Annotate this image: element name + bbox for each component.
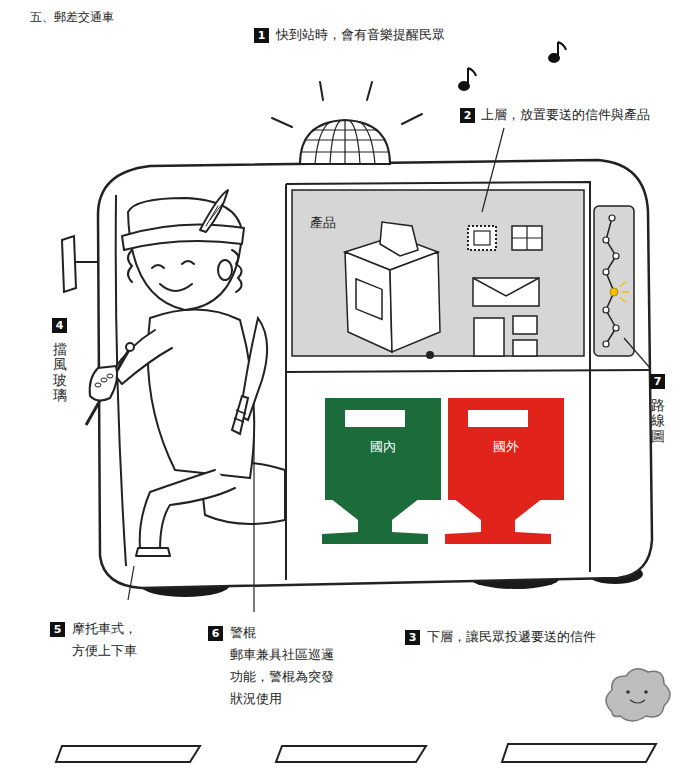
diagram-title: 五、郵差交通車 <box>30 6 114 28</box>
label-plate <box>468 410 528 427</box>
node-text: 國內 <box>325 438 441 456</box>
callout-text: 路線圖 <box>651 398 665 444</box>
callout-number: 3 <box>405 630 420 645</box>
callout-number: 4 <box>52 318 67 333</box>
callout-number: 6 <box>208 626 223 641</box>
upper-panel: 產品 <box>292 190 584 356</box>
label-plate <box>345 410 405 427</box>
callout-number: 1 <box>254 28 269 43</box>
node-text: 國外 <box>448 438 564 456</box>
callout-number: 2 <box>460 108 475 123</box>
callout-text: 上層，放置要送的信件與產品 <box>481 104 650 126</box>
callout-text: 下層，讓民眾投遞要送的信件 <box>427 626 596 648</box>
callout-text: 警棍 <box>230 622 256 644</box>
callout-text: 快到站時，會有音樂提醒民眾 <box>276 24 445 46</box>
domestic-mailbox: 國內 <box>325 398 441 500</box>
callout-text: 摩托車式， 方便上下車 <box>72 618 152 662</box>
international-mailbox: 國外 <box>448 398 564 500</box>
note-text: 郵車兼具社區巡邏 功能，警棍為突發 狀況使用 <box>230 644 342 710</box>
callout-number: 5 <box>50 622 65 637</box>
callout-text: 擋風玻璃 <box>53 342 67 404</box>
callout-number: 7 <box>650 374 665 389</box>
node-text: 產品 <box>310 214 336 232</box>
